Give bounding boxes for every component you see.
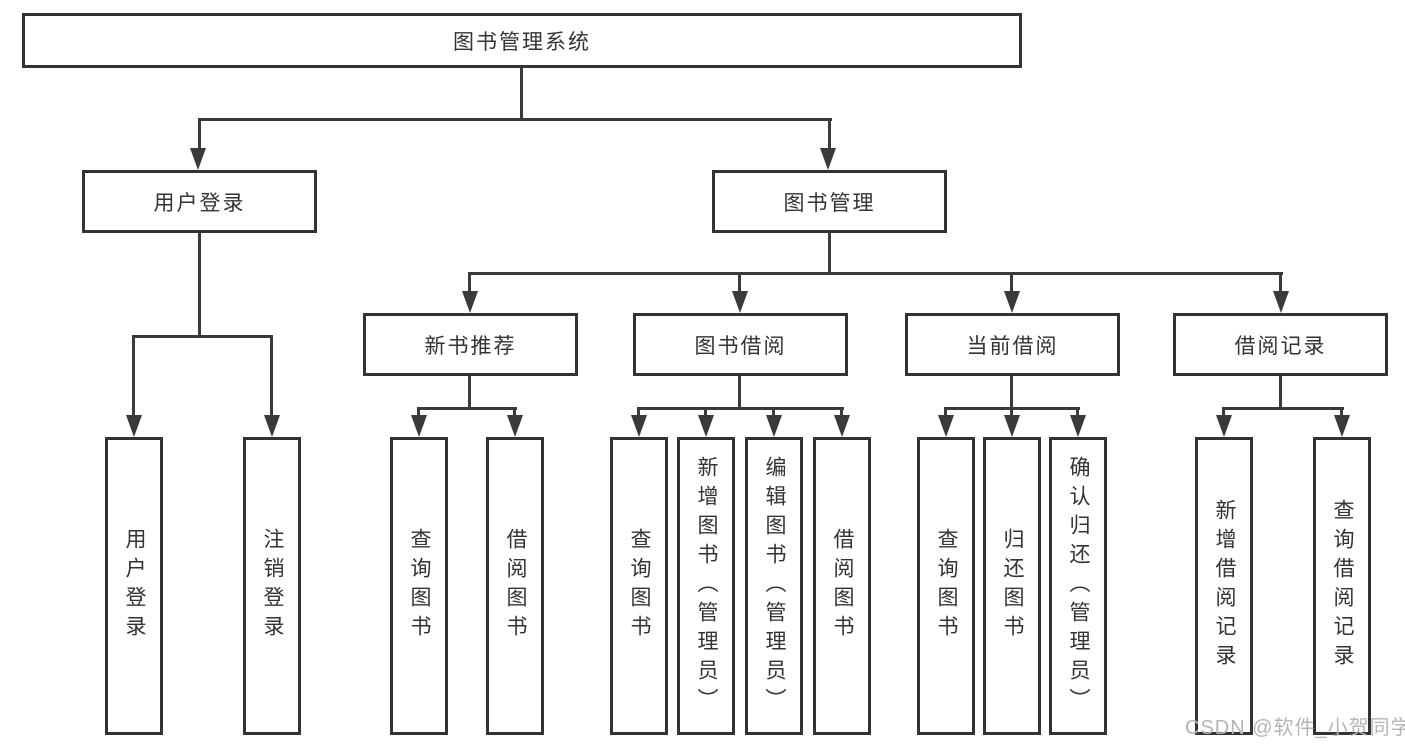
leaf-query-books-current: 查询图书 xyxy=(917,437,975,735)
connector-records-rail xyxy=(1222,407,1344,410)
connector-user-login-rail xyxy=(132,335,272,338)
connector-current-stem xyxy=(1010,376,1013,407)
arrowhead-icon xyxy=(631,415,647,437)
arrowhead-icon xyxy=(411,415,427,437)
leaf-query-borrow-record: 查询借阅记录 xyxy=(1313,437,1371,735)
node-book-borrowing: 图书借阅 xyxy=(633,313,848,376)
connector-drop-logout xyxy=(270,335,273,415)
node-current-borrowing: 当前借阅 xyxy=(905,313,1120,376)
connector-drop-leaf xyxy=(1076,407,1079,415)
arrowhead-icon xyxy=(462,291,478,313)
connector-root-rail xyxy=(198,118,832,121)
connector-drop-book-mgmt xyxy=(828,118,831,148)
leaf-query-books-borrowing: 查询图书 xyxy=(610,437,668,735)
connector-borrowing-rail xyxy=(637,407,844,410)
connector-borrowing-stem xyxy=(738,376,741,407)
connector-drop-leaf xyxy=(840,407,843,415)
connector-new-books-rail xyxy=(417,407,517,410)
csdn-watermark: CSDN @软件_小贺同学 xyxy=(1185,717,1405,739)
connector-drop-current xyxy=(1010,272,1013,291)
arrowhead-icon xyxy=(820,148,836,170)
connector-book-mgmt-rail xyxy=(468,272,1283,275)
arrowhead-icon xyxy=(507,415,523,437)
arrowhead-icon xyxy=(1334,415,1350,437)
connector-drop-borrowing xyxy=(738,272,741,291)
leaf-user-login: 用户登录 xyxy=(105,437,163,735)
connector-drop-leaf xyxy=(772,407,775,415)
arrowhead-icon xyxy=(766,415,782,437)
connector-drop-leaf xyxy=(1340,407,1343,415)
connector-drop-leaf xyxy=(704,407,707,415)
node-root: 图书管理系统 xyxy=(22,13,1022,68)
arrowhead-icon xyxy=(1273,291,1289,313)
leaf-logout: 注销登录 xyxy=(243,437,301,735)
arrowhead-icon xyxy=(1070,415,1086,437)
connector-drop-login xyxy=(132,335,135,415)
connector-drop-leaf xyxy=(944,407,947,415)
leaf-return-books: 归还图书 xyxy=(983,437,1041,735)
node-book-management: 图书管理 xyxy=(712,170,947,233)
leaf-borrow-books-recommend: 借阅图书 xyxy=(486,437,544,735)
connector-drop-new-books xyxy=(468,272,471,291)
connector-new-books-stem xyxy=(468,376,471,407)
leaf-add-borrow-record: 新增借阅记录 xyxy=(1195,437,1253,735)
connector-records-stem xyxy=(1279,376,1282,407)
arrowhead-icon xyxy=(1004,415,1020,437)
connector-drop-leaf xyxy=(417,407,420,415)
leaf-borrow-books: 借阅图书 xyxy=(813,437,871,735)
arrowhead-icon xyxy=(1216,415,1232,437)
leaf-add-books-admin: 新增图书（管理员） xyxy=(677,437,735,735)
connector-drop-records xyxy=(1279,272,1282,291)
connector-drop-leaf xyxy=(637,407,640,415)
node-user-login: 用户登录 xyxy=(82,170,317,233)
connector-user-login-stem xyxy=(198,233,201,335)
leaf-edit-books-admin: 编辑图书（管理员） xyxy=(745,437,803,735)
arrowhead-icon xyxy=(264,415,280,437)
arrowhead-icon xyxy=(938,415,954,437)
arrowhead-icon xyxy=(126,415,142,437)
arrowhead-icon xyxy=(732,291,748,313)
connector-drop-leaf xyxy=(513,407,516,415)
node-new-book-recommend: 新书推荐 xyxy=(363,313,578,376)
arrowhead-icon xyxy=(190,148,206,170)
connector-book-mgmt-stem xyxy=(828,233,831,272)
arrowhead-icon xyxy=(1004,291,1020,313)
node-borrowing-records: 借阅记录 xyxy=(1173,313,1388,376)
leaf-query-books-recommend: 查询图书 xyxy=(390,437,448,735)
connector-drop-leaf xyxy=(1222,407,1225,415)
arrowhead-icon xyxy=(834,415,850,437)
leaf-confirm-return-admin: 确认归还（管理员） xyxy=(1049,437,1107,735)
connector-drop-user-login xyxy=(198,118,201,148)
connector-root-stem xyxy=(520,68,523,118)
arrowhead-icon xyxy=(698,415,714,437)
connector-drop-leaf xyxy=(1010,407,1013,415)
